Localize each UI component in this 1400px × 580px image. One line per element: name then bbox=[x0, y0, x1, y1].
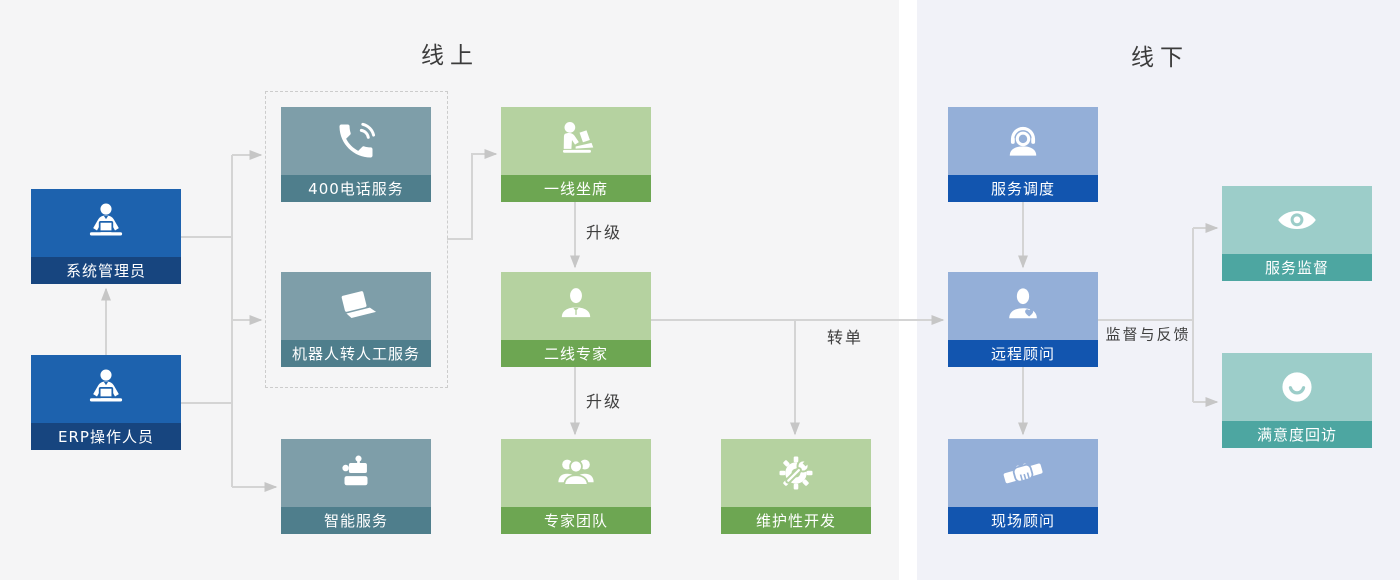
smile-icon bbox=[1282, 372, 1312, 402]
online-section-title: 线上 bbox=[421, 43, 479, 69]
node-label: 机器人转人工服务 bbox=[281, 340, 431, 367]
node-robot-to-human-service: 机器人转人工服务 bbox=[281, 272, 431, 367]
team-icon bbox=[558, 459, 594, 486]
node-label: 专家团队 bbox=[501, 507, 651, 534]
node-label: 现场顾问 bbox=[948, 507, 1098, 534]
node-remote-consultant: 远程顾问 bbox=[948, 272, 1098, 367]
operator-desk-icon bbox=[89, 369, 123, 402]
handshake-icon bbox=[1003, 463, 1043, 484]
node-second-line-expert: 二线专家 bbox=[501, 272, 651, 367]
phone-service-group-outline bbox=[265, 91, 448, 388]
node-label: 智能服务 bbox=[281, 507, 431, 534]
edge-label-transfer-order: 转单 bbox=[826, 328, 864, 347]
headset-person-icon bbox=[1009, 126, 1037, 156]
node-label: 满意度回访 bbox=[1222, 421, 1372, 448]
node-label: 维护性开发 bbox=[721, 507, 871, 534]
node-smart-service: 智能服务 bbox=[281, 439, 431, 534]
edge-label-supervision-feedback: 监督与反馈 bbox=[1105, 325, 1191, 344]
node-label: 系统管理员 bbox=[31, 257, 181, 284]
node-label: 远程顾问 bbox=[948, 340, 1098, 367]
node-label: 二线专家 bbox=[501, 340, 651, 367]
node-onsite-consultant: 现场顾问 bbox=[948, 439, 1098, 534]
node-first-line-agent: 一线坐席 bbox=[501, 107, 651, 202]
node-expert-team: 专家团队 bbox=[501, 439, 651, 534]
edge-label-upgrade-1: 升级 bbox=[585, 223, 623, 242]
edge-label-upgrade-2: 升级 bbox=[585, 392, 623, 411]
gear-wrench-icon bbox=[779, 456, 813, 490]
node-maintenance-development: 维护性开发 bbox=[721, 439, 871, 534]
agent-laptop-icon bbox=[562, 122, 594, 153]
phone-call-icon bbox=[339, 122, 376, 158]
person-icon bbox=[561, 288, 591, 318]
node-label: 服务调度 bbox=[948, 175, 1098, 202]
node-label: ERP操作人员 bbox=[31, 423, 181, 450]
laptop-icon bbox=[341, 291, 377, 318]
person-heart-icon bbox=[1009, 288, 1037, 319]
eye-icon bbox=[1278, 211, 1316, 229]
node-label: 400电话服务 bbox=[281, 175, 431, 202]
node-service-dispatch: 服务调度 bbox=[948, 107, 1098, 202]
node-label: 服务监督 bbox=[1222, 254, 1372, 281]
node-label: 一线坐席 bbox=[501, 175, 651, 202]
node-erp-operator: ERP操作人员 bbox=[31, 355, 181, 450]
robot-icon bbox=[342, 455, 368, 486]
offline-section-title: 线下 bbox=[1131, 45, 1189, 71]
node-system-admin: 系统管理员 bbox=[31, 189, 181, 284]
node-400-phone-service: 400电话服务 bbox=[281, 107, 431, 202]
operator-desk-icon bbox=[89, 203, 123, 236]
node-satisfaction-callback: 满意度回访 bbox=[1222, 353, 1372, 448]
node-service-supervision: 服务监督 bbox=[1222, 186, 1372, 281]
